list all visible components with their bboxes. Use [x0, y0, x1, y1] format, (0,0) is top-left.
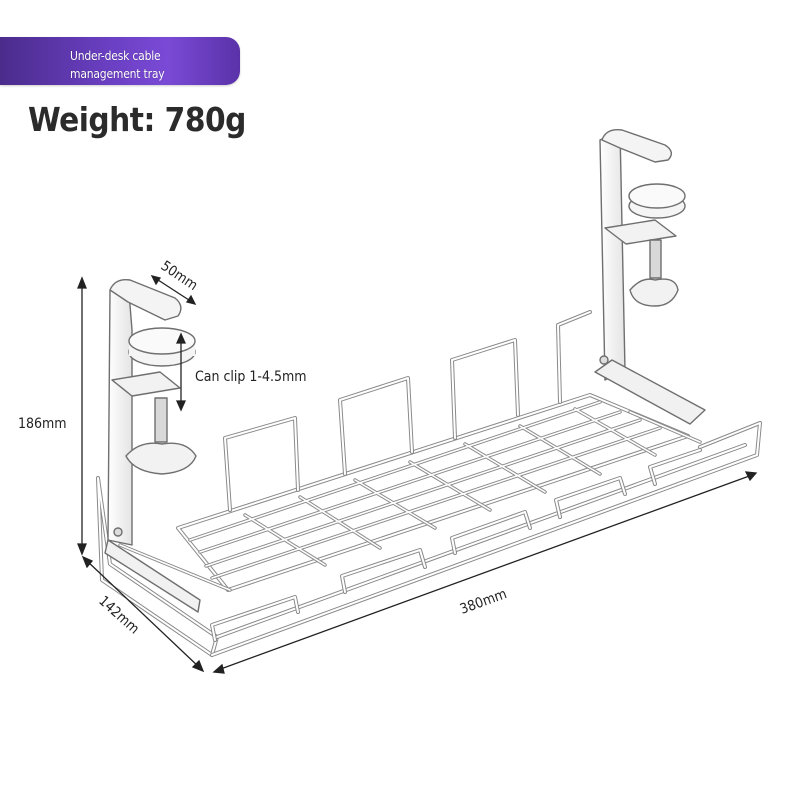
- banner-line-2: management tray: [70, 67, 165, 81]
- right-clamp: [594, 129, 706, 425]
- left-clamp: [104, 279, 201, 613]
- depth-label: 142mm: [95, 593, 142, 637]
- clamp-width-label: 50mm: [158, 258, 201, 294]
- banner-title: Under-desk cable management tray: [70, 47, 165, 83]
- banner-line-1: Under-desk cable: [70, 49, 161, 63]
- dimension-lines: [77, 275, 758, 674]
- wire-tray: [96, 310, 762, 657]
- weight-label: Weight: 780g: [28, 100, 246, 139]
- title-banner: Under-desk cable management tray: [0, 37, 240, 85]
- height-label: 186mm: [18, 416, 67, 432]
- length-label: 380mm: [458, 586, 509, 618]
- clip-range-label: Can clip 1-4.5mm: [195, 369, 307, 385]
